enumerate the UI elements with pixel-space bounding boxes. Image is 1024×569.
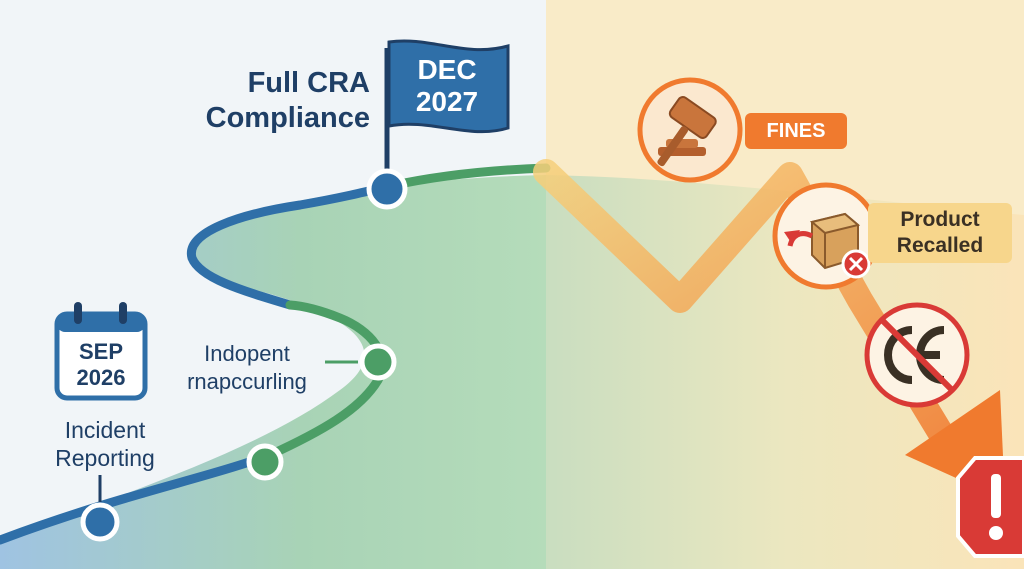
calendar-month: SEP bbox=[78, 339, 124, 364]
calendar-date-label: SEP 2026 bbox=[58, 339, 144, 391]
milestone-middle-label-line-1: Indopent bbox=[204, 341, 290, 366]
milestone-final-title-line-1: Full CRA bbox=[247, 67, 370, 99]
product-recalled-line-2: Recalled bbox=[896, 234, 984, 257]
milestone-node-secondary bbox=[246, 443, 284, 481]
timeline-path-blue-upper bbox=[186, 181, 395, 310]
milestone-first-title: Incident Reporting bbox=[40, 416, 170, 472]
flag-date-label: DEC 2027 bbox=[396, 54, 498, 118]
flag-month: DEC bbox=[417, 54, 477, 85]
calendar-icon bbox=[54, 302, 148, 401]
gavel-icon bbox=[637, 77, 743, 183]
calendar-year: 2026 bbox=[76, 365, 126, 390]
fines-badge: FINES bbox=[745, 113, 847, 149]
milestone-final-title-line-2: Compliance bbox=[205, 102, 370, 134]
flag-year: 2027 bbox=[415, 86, 479, 117]
ce-mark-crossed-icon bbox=[864, 302, 970, 408]
milestone-middle-label-line-2: rnapccurling bbox=[187, 369, 307, 394]
milestone-node-final bbox=[366, 39, 510, 210]
timeline-path-green-upper bbox=[385, 163, 551, 191]
milestone-first-title-line-2: Reporting bbox=[55, 445, 155, 471]
box-recall-icon bbox=[772, 182, 880, 290]
milestone-final-title: Full CRA Compliance bbox=[200, 66, 370, 136]
milestone-node-first bbox=[80, 475, 120, 542]
timeline-path-blue-lower bbox=[0, 450, 275, 545]
warning-octagon-icon bbox=[956, 456, 1024, 558]
flag-icon bbox=[387, 39, 510, 134]
milestone-first-title-line-1: Incident bbox=[64, 417, 146, 443]
milestone-node-middle bbox=[325, 343, 397, 381]
timeline-area-fill bbox=[0, 175, 546, 569]
product-recalled-badge: Product Recalled bbox=[868, 203, 1012, 263]
product-recalled-line-1: Product bbox=[900, 208, 980, 231]
milestone-middle-label: Indopent rnapccurling bbox=[172, 340, 322, 396]
